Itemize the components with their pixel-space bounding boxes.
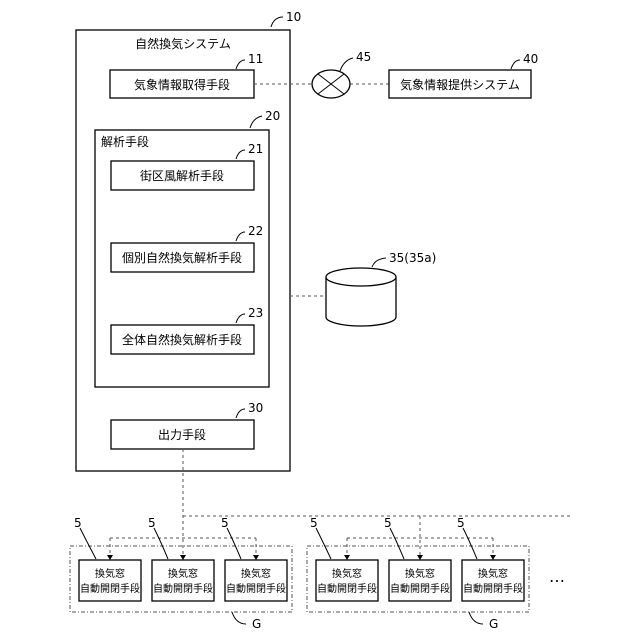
- ref-45: 45: [356, 50, 371, 64]
- ref-11: 11: [248, 52, 263, 66]
- window-unit-line1: 換気窓: [478, 567, 508, 580]
- arrow-g1-c: [253, 555, 259, 560]
- window-unit-line1: 換気窓: [241, 567, 271, 580]
- group-g-right-label: G: [489, 617, 498, 631]
- window-unit-line1: 換気窓: [168, 567, 198, 580]
- arrow-g2-a: [344, 555, 350, 560]
- window-unit-g1-1: 換気窓 自動開閉手段: [79, 560, 141, 601]
- window-unit-line2: 自動開閉手段: [463, 582, 523, 595]
- arrow-g2-b: [417, 555, 423, 560]
- street-wind-label: 街区風解析手段: [140, 168, 224, 183]
- weather-provider-label: 気象情報提供システム: [400, 77, 520, 92]
- group-g-left-label: G: [252, 617, 261, 631]
- ref-23: 23: [248, 306, 263, 320]
- group-g-right-leader: [469, 612, 483, 624]
- window-unit-line2: 自動開閉手段: [153, 582, 213, 595]
- continuation-ellipsis: …: [549, 567, 565, 586]
- window-unit-g2-1: 換気窓 自動開閉手段: [316, 560, 378, 601]
- ref-30: 30: [248, 401, 263, 415]
- individual-analysis-label: 個別自然換気解析手段: [122, 250, 242, 265]
- ref-leader-5: [390, 528, 404, 559]
- system-title: 自然換気システム: [135, 36, 231, 51]
- window-unit-line1: 換気窓: [332, 567, 362, 580]
- ref-leader-5: [227, 528, 241, 559]
- database-cylinder-top: [326, 268, 396, 286]
- window-unit-line2: 自動開閉手段: [390, 582, 450, 595]
- weather-acquisition-label: 気象情報取得手段: [134, 77, 230, 92]
- window-unit-line2: 自動開閉手段: [317, 582, 377, 595]
- ref-5: 5: [74, 516, 82, 530]
- ref-21: 21: [248, 142, 263, 156]
- window-unit-g1-3: 換気窓 自動開閉手段: [225, 560, 287, 601]
- ref-leader-40: [511, 60, 520, 69]
- overall-analysis-label: 全体自然換気解析手段: [122, 332, 242, 347]
- arrow-g1-a: [107, 555, 113, 560]
- window-unit-g2-2: 換気窓 自動開閉手段: [389, 560, 451, 601]
- ref-leader-35: [372, 258, 386, 267]
- window-unit-line2: 自動開閉手段: [80, 582, 140, 595]
- window-unit-line1: 換気窓: [405, 567, 435, 580]
- window-unit-line1: 換気窓: [95, 567, 125, 580]
- ref-leader-5: [154, 528, 168, 559]
- ref-5: 5: [148, 516, 156, 530]
- window-unit-g1-2: 換気窓 自動開閉手段: [152, 560, 214, 601]
- ref-35: 35(35a): [389, 251, 436, 265]
- ref-40: 40: [523, 52, 538, 66]
- window-unit-g2-3: 換気窓 自動開閉手段: [462, 560, 524, 601]
- ref-leader-10: [271, 17, 283, 27]
- group-g-left-leader: [232, 612, 246, 624]
- ref-leader-45: [340, 58, 353, 71]
- ref-5: 5: [310, 516, 318, 530]
- ref-22: 22: [248, 224, 263, 238]
- ref-5: 5: [384, 516, 392, 530]
- ref-leader-5: [463, 528, 477, 559]
- window-unit-line2: 自動開閉手段: [226, 582, 286, 595]
- analysis-title: 解析手段: [101, 134, 149, 149]
- ref-leader-5: [316, 528, 331, 559]
- ref-5: 5: [221, 516, 229, 530]
- ref-leader-5: [80, 528, 96, 559]
- ref-10: 10: [286, 10, 301, 24]
- arrow-g1-b: [180, 555, 186, 560]
- arrow-g2-c: [490, 555, 496, 560]
- output-label: 出力手段: [158, 427, 206, 442]
- ref-20: 20: [265, 109, 280, 123]
- ref-5: 5: [457, 516, 465, 530]
